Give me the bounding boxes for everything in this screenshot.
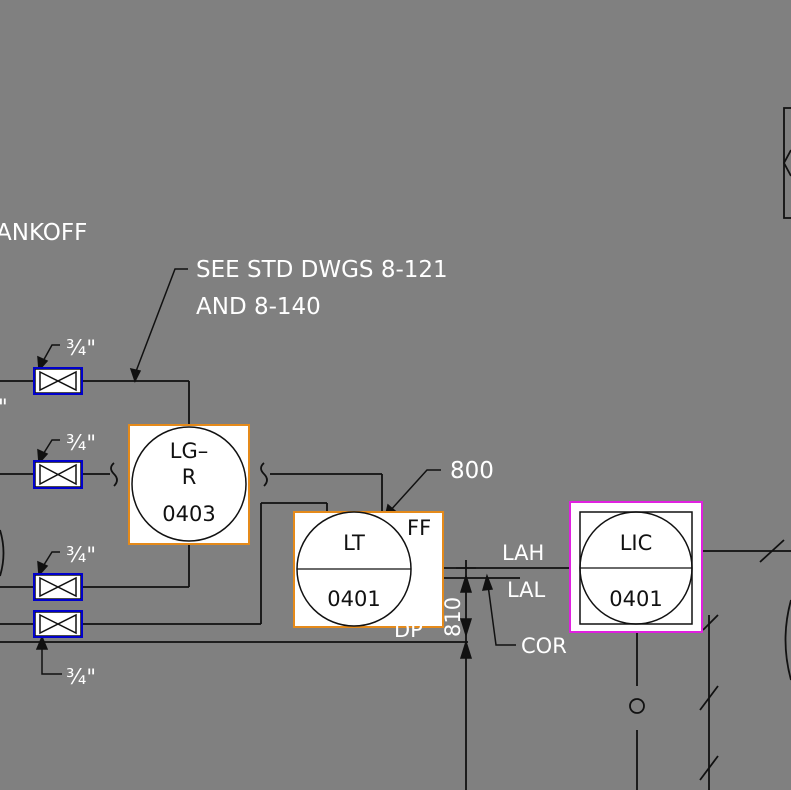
valve-1[interactable] bbox=[33, 367, 83, 395]
right-edge-equipment bbox=[783, 107, 791, 219]
valve-highlight bbox=[33, 460, 83, 489]
valve-leader-1 bbox=[41, 344, 60, 364]
valve-leader-4-arrow bbox=[35, 635, 49, 650]
see-std-dwgs-line1: SEE STD DWGS 8-121 bbox=[196, 257, 448, 283]
cor-label: COR bbox=[521, 634, 567, 658]
std-dwg-leader-arrow bbox=[129, 367, 142, 383]
right-edge-vessel bbox=[784, 599, 791, 681]
process-lines bbox=[0, 107, 791, 790]
valve-leader-2 bbox=[41, 439, 60, 457]
valve-leader-3-arrow bbox=[37, 560, 49, 577]
valve-3[interactable] bbox=[33, 573, 83, 601]
left-edge-vessel bbox=[0, 529, 5, 577]
right-signal-connect bbox=[702, 614, 719, 631]
valve-size-4: ¾" bbox=[66, 665, 96, 689]
valve-highlight bbox=[33, 573, 83, 601]
gate-valve-icon bbox=[39, 370, 77, 392]
controller-highlight bbox=[569, 501, 703, 633]
std-dwg-leader bbox=[134, 268, 188, 375]
break-mark-left bbox=[110, 462, 118, 487]
ref-800-label: 800 bbox=[450, 458, 494, 484]
instrument-lg-r-0403[interactable]: LG– R 0403 bbox=[128, 424, 250, 545]
tankoff-label: ANKOFF bbox=[0, 220, 87, 246]
valve-size-2: ¾" bbox=[66, 431, 96, 455]
instrument-number: 0403 bbox=[162, 502, 215, 526]
valve-highlight bbox=[33, 367, 83, 395]
dim-arrow-up-lower bbox=[459, 639, 473, 659]
instrument-number: 0401 bbox=[327, 587, 380, 611]
lal-label: LAL bbox=[507, 578, 546, 602]
right-edge-arrow bbox=[782, 149, 791, 177]
instrument-number: 0401 bbox=[609, 587, 662, 611]
valve-size-1: ¾" bbox=[66, 336, 96, 360]
cor-leader bbox=[487, 584, 516, 646]
signal-junction-circle bbox=[629, 698, 645, 714]
valve-size-partial: " bbox=[0, 395, 8, 419]
valves bbox=[33, 367, 83, 638]
lah-label: LAH bbox=[502, 541, 544, 565]
instrument-tag: LT bbox=[343, 531, 365, 555]
ff-label: FF bbox=[407, 516, 431, 540]
valve-leader-3 bbox=[41, 551, 60, 569]
dim-arrow-up bbox=[459, 573, 473, 593]
break-mark-right bbox=[260, 462, 268, 487]
dp-label: DP bbox=[394, 618, 423, 642]
valve-2[interactable] bbox=[33, 460, 83, 489]
annotations: ANKOFF SEE STD DWGS 8-121 AND 8-140 800 … bbox=[0, 220, 567, 689]
see-std-dwgs-line2: AND 8-140 bbox=[196, 294, 321, 320]
valve-highlight bbox=[33, 610, 83, 638]
right-signal-slash-1 bbox=[699, 685, 719, 711]
gate-valve-icon bbox=[39, 613, 77, 635]
instrument-tag-line2: R bbox=[182, 465, 197, 489]
instrument-tag-line1: LG– bbox=[170, 439, 208, 463]
valve-4[interactable] bbox=[33, 610, 83, 638]
gate-valve-icon bbox=[39, 576, 77, 598]
valve-leader-1-arrow bbox=[37, 355, 49, 372]
lic-output-slash bbox=[759, 539, 785, 563]
valve-leader-2-arrow bbox=[37, 448, 49, 465]
dimension-810: 810 bbox=[441, 597, 465, 637]
valve-size-3: ¾" bbox=[66, 543, 96, 567]
instrument-lic-0401[interactable]: LIC 0401 bbox=[569, 501, 703, 633]
ref-800-leader bbox=[388, 469, 441, 513]
instrument-bubble bbox=[131, 426, 247, 542]
instrument-tag: LIC bbox=[620, 531, 653, 555]
right-signal-slash-2 bbox=[699, 755, 719, 781]
valve-leader-4 bbox=[41, 645, 62, 675]
gate-valve-icon bbox=[39, 463, 77, 486]
instrument-lt-0401[interactable]: LT 0401 FF bbox=[293, 511, 444, 628]
dim-arrow-down bbox=[459, 618, 473, 638]
cor-leader-arrow bbox=[481, 573, 494, 591]
